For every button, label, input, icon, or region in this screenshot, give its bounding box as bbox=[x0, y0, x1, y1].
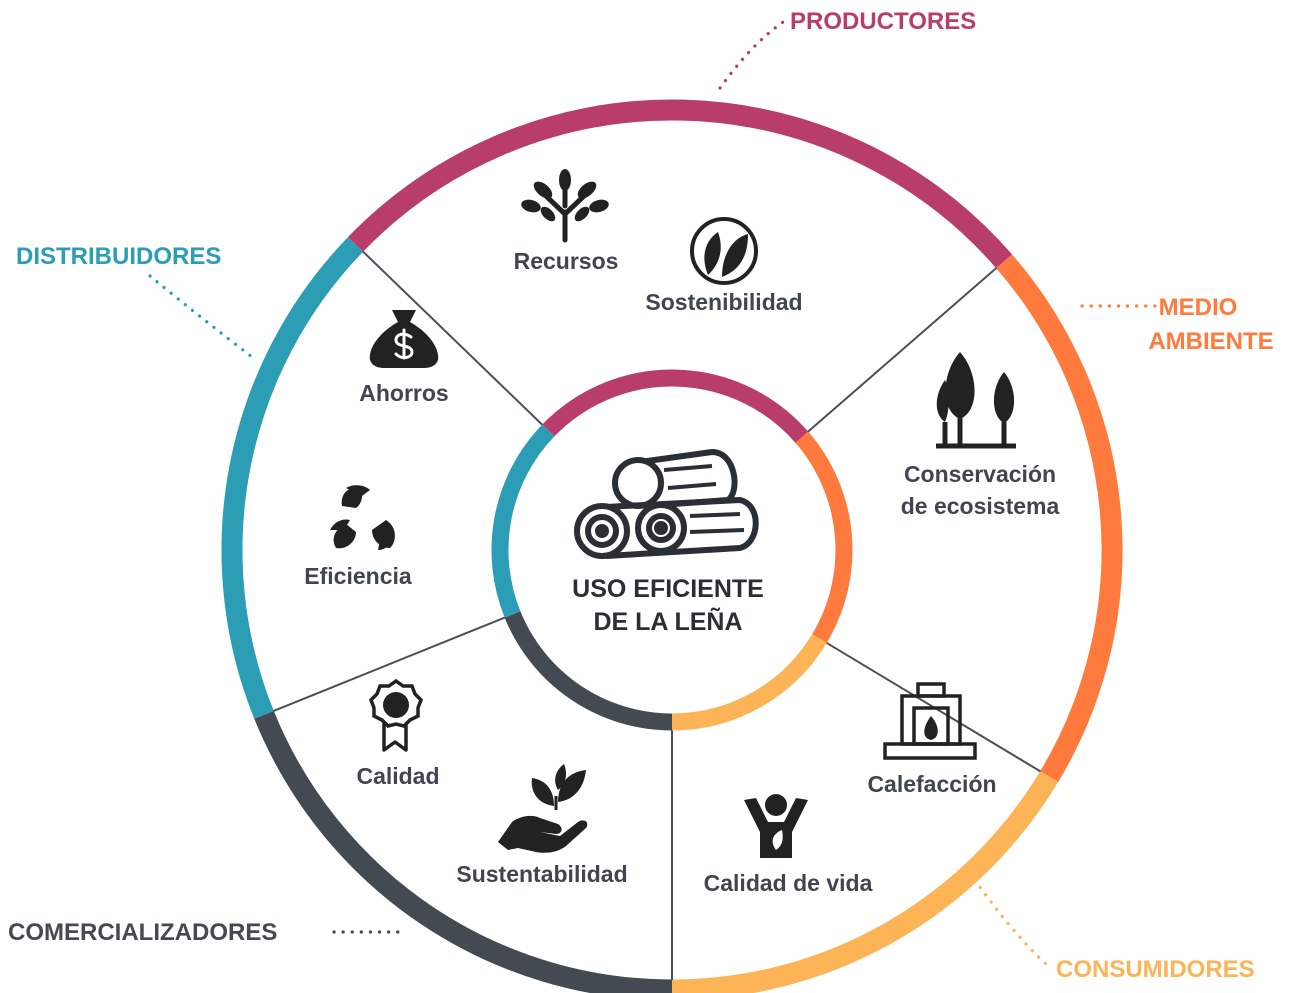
stakeholder-label-consumidores: CONSUMIDORES bbox=[1056, 956, 1255, 983]
person-leaf-icon bbox=[744, 794, 808, 858]
outer-arc-comercializadores bbox=[254, 710, 673, 993]
center-title-line1: USO EFICIENTE bbox=[572, 575, 764, 603]
segment-label-sostenibilidad: Sostenibilidad bbox=[645, 289, 802, 315]
outer-arc-consumidores bbox=[671, 771, 1059, 993]
center-title-line2: DE LA LEÑA bbox=[593, 606, 742, 636]
leaves-circle-icon bbox=[690, 217, 758, 285]
forest-icon bbox=[936, 352, 1016, 449]
inner-ring bbox=[491, 369, 853, 731]
outer-arc-productores bbox=[347, 99, 1013, 269]
outer-ring bbox=[221, 99, 1123, 993]
stakeholder-label-comercializadores: COMERCIALIZADORES bbox=[8, 919, 277, 946]
inner-arc-consumidores bbox=[671, 634, 827, 731]
recycle-leaves-icon bbox=[330, 485, 395, 550]
divider-line bbox=[807, 267, 998, 433]
segment-label-ahorros: Ahorros bbox=[359, 380, 448, 406]
segment-label-sustentabilidad: Sustentabilidad bbox=[456, 861, 627, 887]
segment-label-calefaccion: Calefacción bbox=[867, 771, 996, 797]
inner-arc-productores bbox=[542, 369, 809, 443]
award-badge-icon bbox=[368, 678, 424, 752]
leader-dots-productores bbox=[718, 18, 788, 90]
segment-label-calidad: Calidad bbox=[356, 763, 439, 789]
money-bag-icon bbox=[369, 310, 439, 368]
segment-label-calidad-de-vida: Calidad de vida bbox=[704, 870, 873, 896]
divider-line bbox=[362, 250, 544, 426]
hand-plant-icon bbox=[498, 764, 588, 853]
stakeholder-label-productores: PRODUCTORES bbox=[790, 8, 976, 35]
tree-icon bbox=[521, 169, 609, 243]
stakeholder-label-distribuidores: DISTRIBUIDORES bbox=[16, 243, 221, 270]
divider-line bbox=[272, 616, 506, 713]
outer-arc-medio-ambiente bbox=[996, 254, 1123, 783]
fireplace-icon bbox=[883, 682, 977, 760]
segment-label-eficiencia: Eficiencia bbox=[304, 563, 412, 589]
inner-arc-medio-ambiente bbox=[795, 431, 853, 643]
outer-arc-distribuidores bbox=[221, 237, 364, 719]
segment-label-recursos: Recursos bbox=[514, 248, 619, 274]
inner-arc-comercializadores bbox=[504, 611, 673, 731]
stakeholder-label-medio-ambiente-line1: MEDIO bbox=[1159, 294, 1238, 321]
inner-arc-distribuidores bbox=[491, 424, 555, 618]
divider-lines bbox=[272, 250, 1042, 980]
segment-label-conservacion-line2: de ecosistema bbox=[901, 493, 1060, 519]
leader-dots-distribuidores bbox=[148, 274, 258, 362]
firewood-logs-icon bbox=[574, 449, 759, 559]
segment-label-conservacion-line1: Conservación bbox=[904, 461, 1056, 487]
leader-dots-consumidores bbox=[973, 878, 1050, 968]
stakeholder-label-medio-ambiente-line2: AMBIENTE bbox=[1148, 328, 1273, 355]
